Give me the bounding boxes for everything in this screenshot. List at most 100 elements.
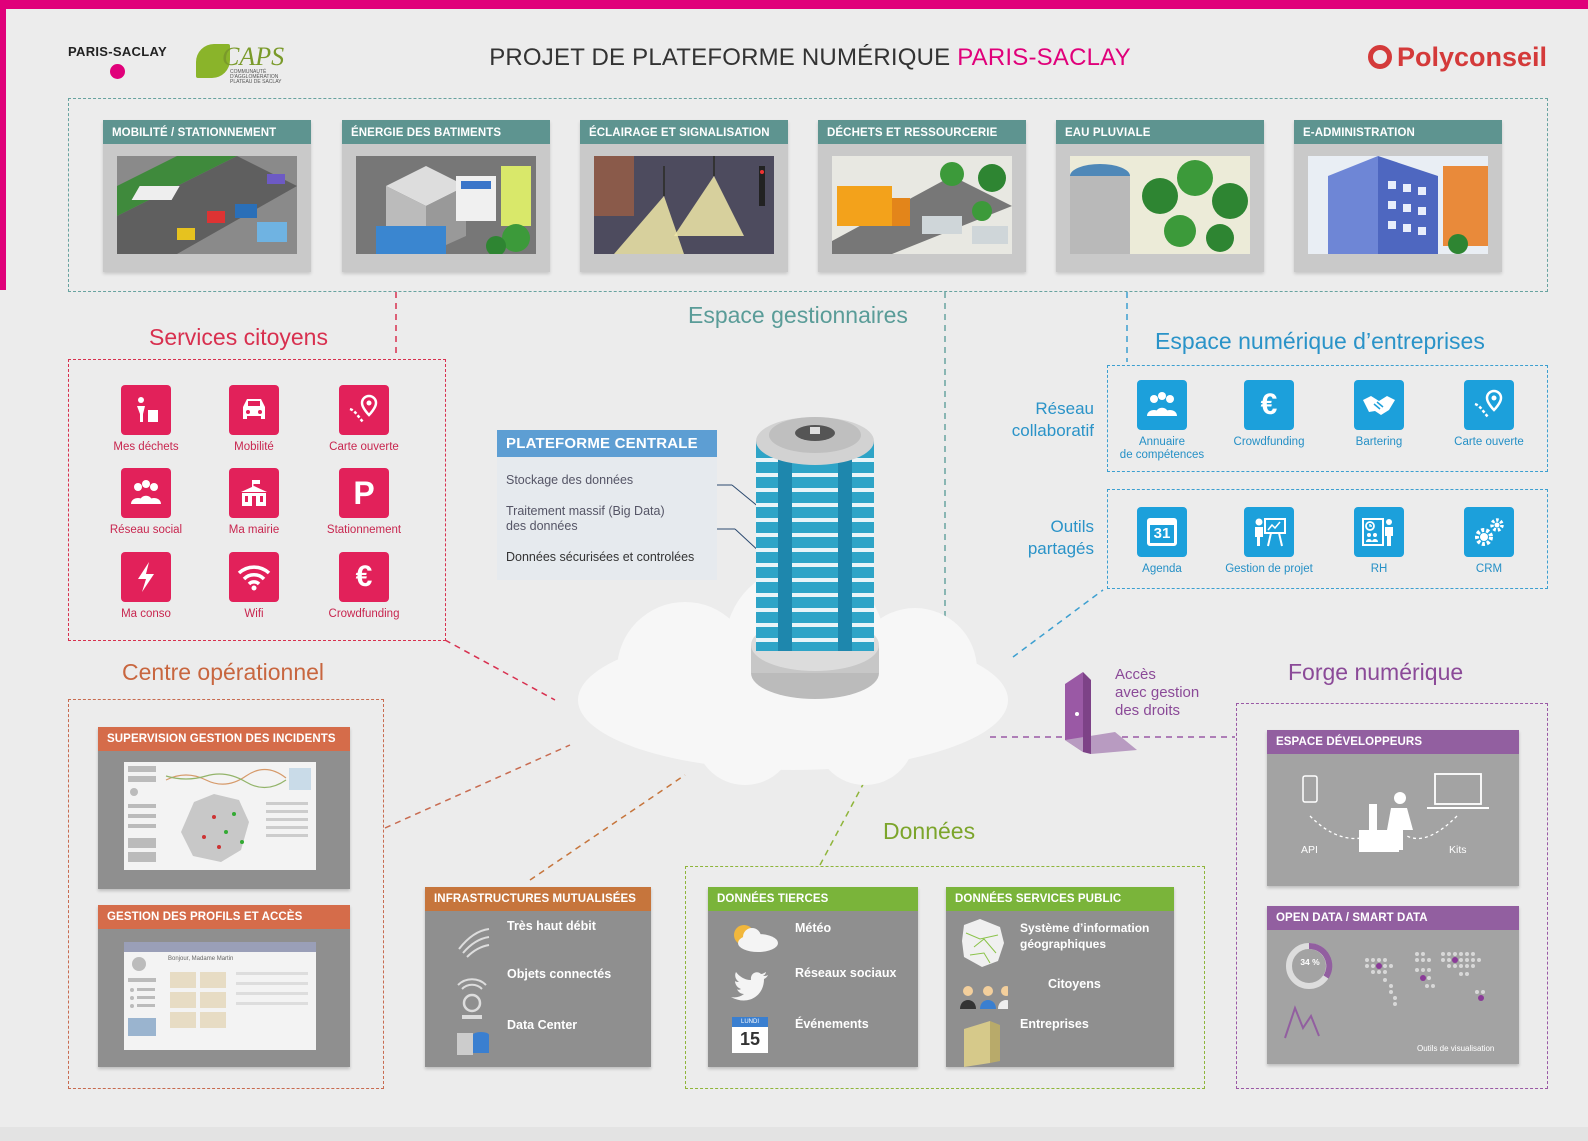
service-reseau-social[interactable]: Réseau social [96,468,196,537]
paris-saclay-logo-dot [110,64,125,79]
domain-tile-eclairage[interactable]: ÉCLAIRAGE ET SIGNALISATION [580,120,788,272]
connector-infra-cloud [529,774,686,881]
domain-label: E-ADMINISTRATION [1294,120,1502,144]
service-label: Crowdfunding [328,608,400,620]
map-pin-icon [1464,380,1514,430]
profils-panel[interactable]: GESTION DES PROFILS ET ACCÈS Bonjour, Ma… [98,905,350,1067]
public-row: Entreprises [1020,1017,1089,1031]
profils-screen: Bonjour, Madame Martin [124,942,316,1050]
domain-label: DÉCHETS ET RESSOURCERIE [818,120,1026,144]
caps-leaf-icon [196,44,230,78]
infra-row: Objets connectés [507,967,612,981]
polyconseil-logo: Polyconseil [1368,42,1547,73]
tierces-row: Météo [795,921,832,935]
reseau-label: Bartering [1355,436,1403,448]
open-data-panel[interactable]: OPEN DATA / SMART DATA 34 % Outils de vi… [1267,906,1519,1064]
domain-tile-dechets[interactable]: DÉCHETS ET RESSOURCERIE [818,120,1026,272]
domain-tile-eau[interactable]: EAU PLUVIALE [1056,120,1264,272]
polyconseil-ring-icon [1368,45,1392,69]
infra-icons [457,928,490,1055]
outil-label: CRM [1475,563,1503,575]
profils-header: GESTION DES PROFILS ET ACCÈS [98,905,350,929]
espace-developpeurs-header: ESPACE DÉVELOPPEURS [1267,730,1519,754]
reseau-label: Crowdfunding [1233,436,1305,448]
infrastructures-panel[interactable]: INFRASTRUCTURES MUTUALISÉES Très haut dé… [425,887,651,1067]
service-crowdfunding[interactable]: € Crowdfunding [314,552,414,621]
map-pin-icon [339,385,389,435]
percent-label: 34 % [1300,957,1320,967]
reseau-label-line: de compétences [1119,449,1205,461]
calendar-icon: 31 [1137,507,1187,557]
domain-label: ÉCLAIRAGE ET SIGNALISATION [580,120,788,144]
calendar-day-name: LUNDI [732,1017,768,1027]
outil-rh[interactable]: RH [1329,507,1429,576]
service-ma-conso[interactable]: Ma conso [96,552,196,621]
infra-row: Très haut débit [507,919,596,933]
outil-agenda[interactable]: 31 Agenda [1112,507,1212,576]
service-label: Mobilité [234,441,274,453]
gears-icon [1464,507,1514,557]
bottom-strip [0,1127,1588,1141]
reseau-crowdfunding[interactable]: € Crowdfunding [1219,380,1319,449]
outil-crm[interactable]: CRM [1439,507,1539,576]
public-row: Citoyens [1048,977,1101,991]
centre-operationnel-title: Centre opérationnel [122,659,325,685]
kits-label: Kits [1449,844,1467,856]
service-carte-ouverte[interactable]: Carte ouverte [314,385,414,454]
weather-icon [734,925,778,952]
plateforme-item: Données sécurisées et controlées [506,550,695,564]
reseau-label-line: Réseau [1035,399,1094,418]
domain-label: MOBILITÉ / STATIONNEMENT [103,120,311,144]
outil-label: RH [1370,563,1388,575]
plateforme-item: des données [506,519,578,533]
espace-gestionnaires-title: Espace gestionnaires [688,302,908,328]
domain-tile-mobilite[interactable]: MOBILITÉ / STATIONNEMENT [103,120,311,272]
handshake-icon [1354,380,1404,430]
donnees-tierces-panel[interactable]: DONNÉES TIERCES LUNDI 15 Météo Réseaux s… [708,887,918,1067]
infra-row: Data Center [507,1018,578,1032]
service-mes-dechets[interactable]: Mes déchets [96,385,196,454]
euro-icon: € [339,552,389,602]
service-label: Wifi [244,608,264,620]
donnees-tierces-header: DONNÉES TIERCES [708,887,918,911]
supervision-panel[interactable]: SUPERVISION GESTION DES INCIDENTS [98,727,350,889]
service-mobilite[interactable]: Mobilité [204,385,304,454]
left-brand-bar [0,0,6,290]
profils-screen-navbar [124,942,316,952]
outil-gestion-projet[interactable]: Gestion de projet [1219,507,1319,576]
service-wifi[interactable]: Wifi [204,552,304,621]
outil-label: Gestion de projet [1225,563,1313,575]
donnees-services-public-panel[interactable]: DONNÉES SERVICES PUBLIC Système d’inform… [946,887,1174,1067]
espace-developpeurs-panel[interactable]: ESPACE DÉVELOPPEURS API Kits [1267,730,1519,886]
donnees-services-public-header: DONNÉES SERVICES PUBLIC [946,887,1174,911]
domain-label: EAU PLUVIALE [1056,120,1264,144]
reseau-label-line: Annuaire [1138,436,1186,448]
acces-line: avec gestion [1115,684,1200,701]
waste-illustration [832,156,1012,254]
plateforme-item: Stockage des données [506,473,634,487]
acces-line: des droits [1115,702,1181,719]
service-ma-mairie[interactable]: Ma mairie [204,468,304,537]
caps-logo-subtext: COMMUNAUTÉ D'AGGLOMÉRATION PLATEAU DE SA… [230,69,282,85]
reseau-bartering[interactable]: Bartering [1329,380,1429,449]
connector-entreprises-cloud [1012,589,1104,658]
presentation-icon [1244,507,1294,557]
service-stationnement[interactable]: P Stationnement [314,468,414,537]
service-label: Réseau social [109,524,183,536]
domain-tile-energie[interactable]: ÉNERGIE DES BATIMENTS [342,120,550,272]
polyconseil-logo-text: Polyconseil [1397,42,1548,72]
reseau-carte-ouverte[interactable]: Carte ouverte [1439,380,1539,449]
lightning-icon [121,552,171,602]
outil-label: Agenda [1142,563,1182,575]
domain-tile-eadministration[interactable]: E-ADMINISTRATION [1294,120,1502,272]
donnees-frame [685,866,1205,1089]
people-icon [121,468,171,518]
domain-label: ÉNERGIE DES BATIMENTS [342,120,550,144]
tierces-row: Réseaux sociaux [795,966,897,980]
car-icon [229,385,279,435]
data-tower-illustration [751,417,879,699]
